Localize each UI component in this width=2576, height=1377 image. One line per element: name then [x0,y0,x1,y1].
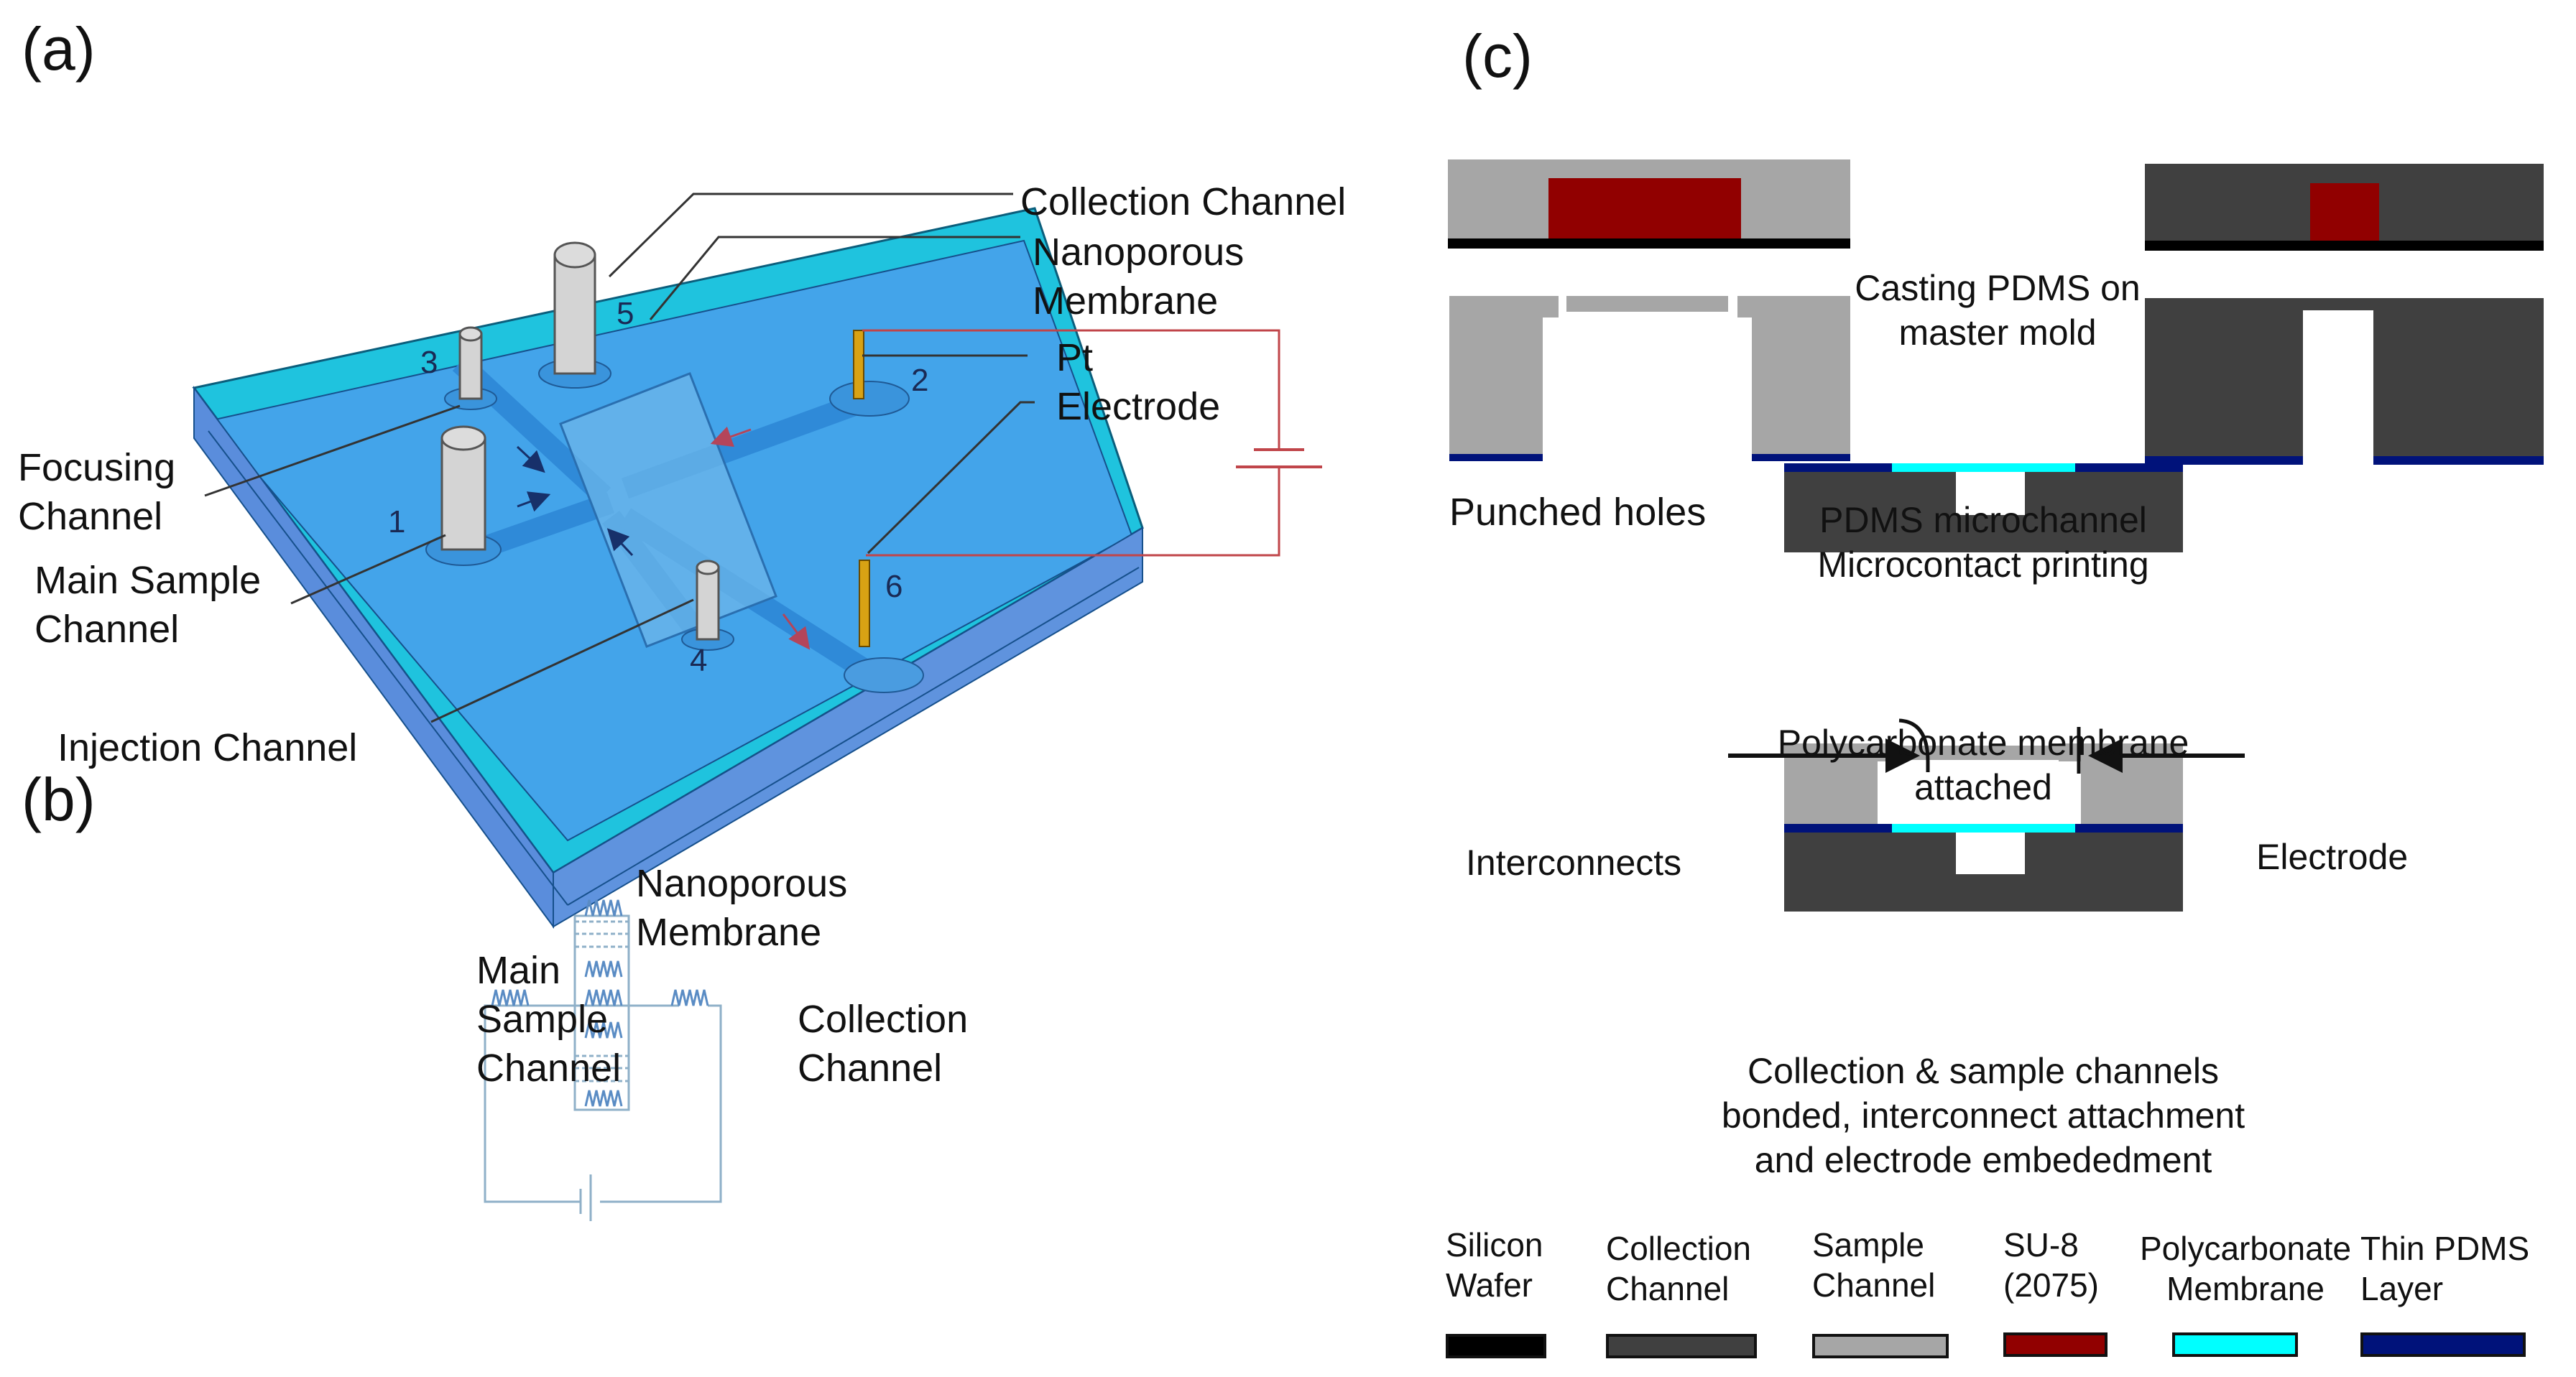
leader-membrane [649,236,1020,320]
port-number-6: 6 [885,569,903,604]
leader-injection [430,598,694,723]
label-b-channel: Channel [476,1047,622,1090]
legend-label: Silicon Wafer [1446,1226,1543,1304]
label-electrode: Electrode [1056,385,1221,428]
port-number-5: 5 [617,296,634,331]
microfluidic-chip-3d [192,193,1322,929]
panel-c-label: (c) [1462,22,1533,90]
step-poly-line1: Polycarbonate membrane [1777,723,2189,763]
mold-sample-channel [1448,159,1850,249]
pt-electrode-6 [859,560,870,647]
legend-item-thin-pdms: Thin PDMS Layer [2360,1228,2547,1357]
final-bonded-device [1784,743,2183,912]
mold-collection-channel [2145,164,2544,251]
reservoir-4 [681,560,734,651]
leader-focusing [204,404,461,497]
pt-electrode-2 [853,330,864,399]
port-number-4: 4 [690,643,708,678]
label-b-collection: Collection [798,998,969,1041]
membrane-ladder [573,914,630,1111]
legend-label: SU-8 (2075) [2003,1226,2099,1304]
legend-label: Polycarbonate Membrane [2139,1230,2352,1307]
legend-label: Sample Channel [1812,1226,1936,1304]
step-pdms-line2: Microcontact printing [1817,544,2149,585]
legend-label: Collection Channel [1606,1230,1751,1307]
resistor-membrane-top [584,899,623,917]
step-final-line2: bonded, interconnect attachment [1721,1095,2245,1136]
resistor-membrane-4 [584,1021,623,1039]
legend-swatch-polycarbonate [2172,1332,2298,1357]
step-casting-line1: Casting PDMS on [1855,268,2141,308]
resistor-membrane-5 [584,1090,623,1107]
legend-swatch-silicon-wafer [1446,1334,1546,1358]
legend-item-polycarbonate: Polycarbonate Membrane [2130,1228,2360,1357]
port-number-2: 2 [911,363,929,398]
step-punched-holes: Punched holes [1449,491,1707,534]
panel-a-label: (a) [22,15,96,83]
legend-label: Thin PDMS Layer [2360,1230,2530,1307]
label-main-sample-channel: Channel [34,608,180,651]
label-injection-channel: Injection Channel [57,726,358,769]
label-interconnects: Interconnects [1466,843,1682,883]
label-focusing-channel: Channel [18,495,163,538]
label-main-sample: Main Sample [34,559,262,602]
label-collection-channel: Collection Channel [1020,180,1347,223]
resistor-main-sample [491,989,530,1006]
interconnect-tube [1898,718,1930,772]
step-final-line3: and electrode embededment [1754,1140,2212,1180]
step-final-line1: Collection & sample channels [1748,1051,2219,1091]
legend-item-sample-channel: Sample Channel [1812,1225,1999,1358]
circuit-right-wire [600,1004,722,1203]
legend-swatch-collection-channel [1606,1334,1757,1358]
legend-swatch-sample-channel [1812,1334,1949,1358]
reservoir-2 [829,381,910,417]
reservoir-1 [425,425,502,566]
flow-arrow [782,613,811,650]
leader-electrode [867,401,1035,555]
label-b-collection-channel: Channel [798,1047,943,1090]
legend-swatch-su8 [2003,1332,2108,1357]
circuit-wire [862,329,1280,450]
nanoporous-membrane [559,372,777,648]
resistor-collection [670,989,709,1006]
leader-main-sample [290,534,446,605]
resistor-membrane-3 [584,989,623,1006]
port-number-3: 3 [420,345,438,380]
panel-b-label: (b) [22,766,96,833]
label-focusing: Focusing [18,446,176,489]
membrane-attached-layer [1784,463,2183,552]
label-b-main: Main [476,949,561,992]
circuit-left-wire [484,1004,581,1203]
label-pt: Pt [1056,336,1094,379]
leader-collection [608,193,1013,278]
legend-item-su8: SU-8 (2075) [2003,1225,2190,1357]
label-b-nanoporous: Nanoporous [636,862,848,905]
label-b-sample: Sample [476,998,609,1041]
flow-arrow [710,426,752,448]
step-pdms-line1: PDMS microchannel [1819,500,2147,540]
label-membrane: Membrane [1033,279,1219,323]
label-b-membrane: Membrane [636,911,822,954]
collection-layer-printed [2145,298,2544,465]
reservoir-3 [444,326,497,410]
step-casting-line2: master mold [1898,312,2097,353]
legend-item-collection-channel: Collection Channel [1606,1228,1793,1358]
label-c-electrode: Electrode [2256,837,2409,877]
flow-arrow [606,528,634,557]
equivalent-circuit [484,899,722,1221]
flow-arrow [517,491,551,512]
legend-item-silicon-wafer: Silicon Wafer [1446,1225,1633,1358]
legend-swatch-thin-pdms [2360,1332,2526,1357]
reservoir-6 [844,657,924,693]
step-poly-line2: attached [1914,767,2052,807]
label-nanoporous: Nanoporous [1033,231,1245,274]
port-number-1: 1 [388,504,406,539]
reservoir-5 [538,241,611,389]
flow-arrow [516,445,545,473]
punched-sample-layer [1449,296,1850,461]
resistor-membrane-2 [584,960,623,978]
